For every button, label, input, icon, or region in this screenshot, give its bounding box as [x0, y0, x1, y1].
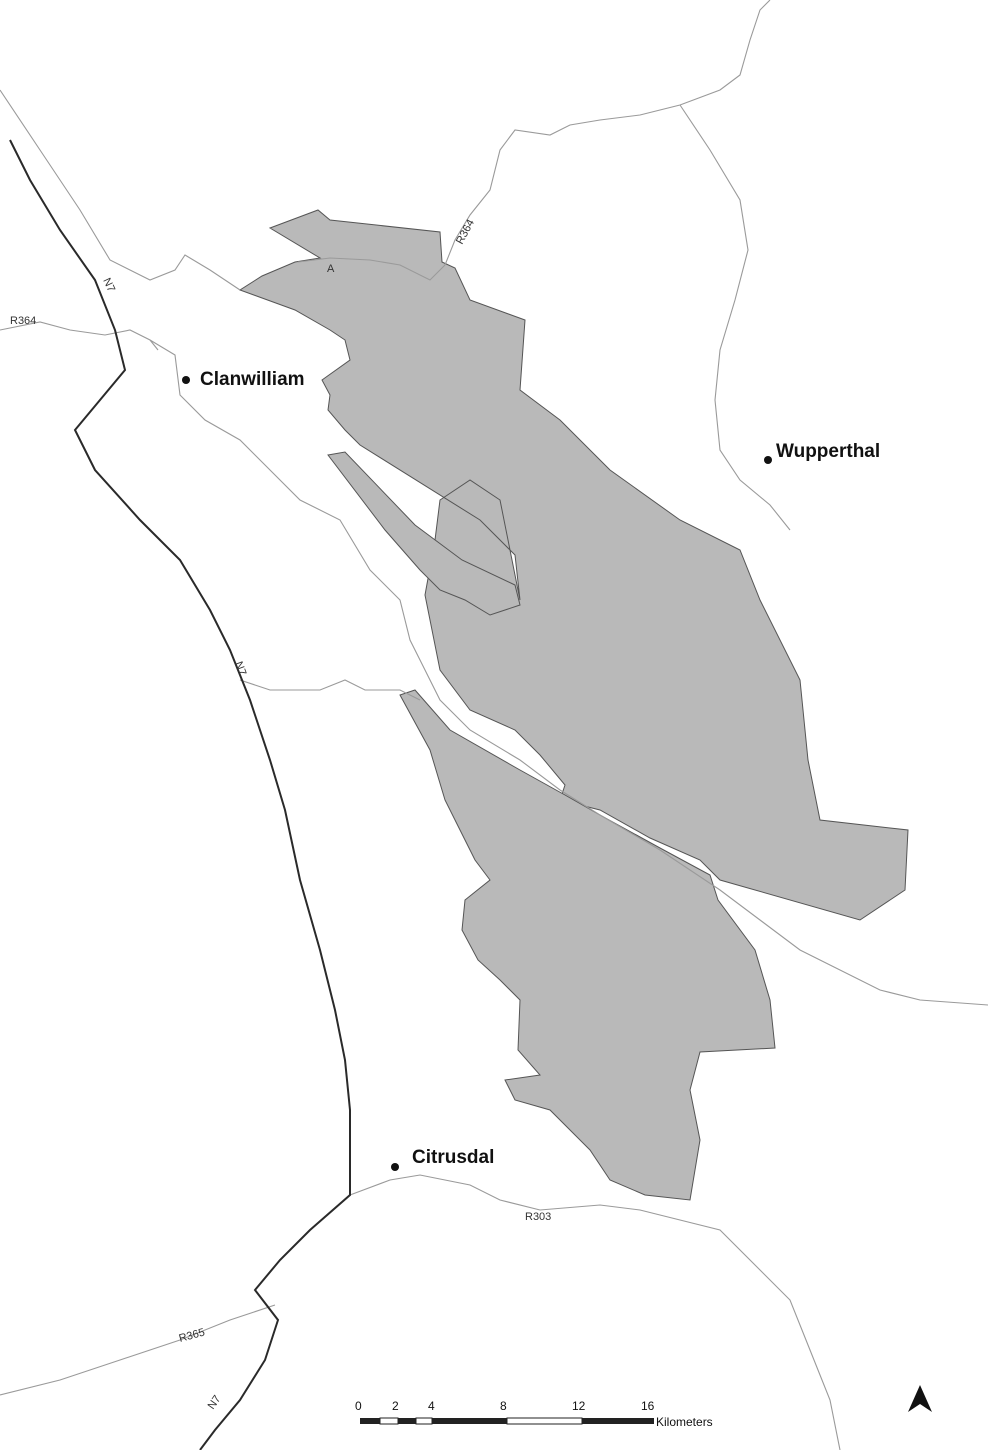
- n7-road: [9, 139, 351, 1450]
- scale-unit-label: Kilometers: [656, 1415, 713, 1429]
- r365-road: [0, 1304, 276, 1396]
- road-label-r365: R365: [178, 1327, 207, 1345]
- town-marker-icon: [764, 456, 772, 464]
- town-marker-icon: [391, 1163, 399, 1171]
- north-arrow-icon: [908, 1385, 932, 1412]
- scale-tick-label: 12: [572, 1399, 586, 1413]
- shaded-area-upper: [238, 209, 909, 921]
- scale-segment: [398, 1418, 416, 1424]
- middle-road: [239, 679, 421, 701]
- town-label-clanwilliam: Clanwilliam: [200, 369, 305, 390]
- scale-tick-label: 16: [641, 1399, 655, 1413]
- wupperthal-road: [679, 104, 791, 531]
- r364-road-north: [297, 0, 771, 281]
- road-label-n7-middle: N7: [232, 660, 248, 677]
- road-label-n7-upper: N7: [100, 276, 117, 294]
- scale-segment: [432, 1418, 507, 1424]
- town-label-wupperthal: Wupperthal: [776, 441, 880, 462]
- town-citrusdal: Citrusdal: [391, 1147, 494, 1171]
- shaded-area-strip: [327, 451, 521, 616]
- scale-tick-label: 2: [392, 1399, 399, 1413]
- road-label-r364-north: R364: [454, 218, 477, 247]
- point-label-a: A: [327, 263, 335, 275]
- clanwilliam-valley-road: [149, 339, 988, 1006]
- road-label-n7-lower: N7: [206, 1393, 224, 1411]
- town-wupperthal: Wupperthal: [764, 441, 880, 464]
- town-label-citrusdal: Citrusdal: [412, 1147, 494, 1168]
- scale-segment: [360, 1418, 380, 1424]
- shaded-area: [238, 209, 909, 1201]
- shaded-area-lower: [399, 689, 776, 1201]
- r303-road: [349, 1174, 841, 1450]
- scale-segment: [506, 1417, 583, 1425]
- scale-tick-label: 8: [500, 1399, 507, 1413]
- scale-segment: [582, 1418, 654, 1424]
- road-label-r303: R303: [525, 1211, 551, 1223]
- road-label-r364-west: R364: [10, 315, 36, 327]
- scale-segment: [415, 1417, 433, 1425]
- town-clanwilliam: Clanwilliam: [182, 369, 305, 390]
- scale-segment: [379, 1417, 399, 1425]
- town-marker-icon: [182, 376, 190, 384]
- scale-tick-label: 4: [428, 1399, 435, 1413]
- scale-tick-label: 0: [355, 1399, 362, 1413]
- north-west-road: [0, 89, 241, 291]
- scale-bar: 0 2 4 8 12 16 Kilometers: [355, 1399, 713, 1429]
